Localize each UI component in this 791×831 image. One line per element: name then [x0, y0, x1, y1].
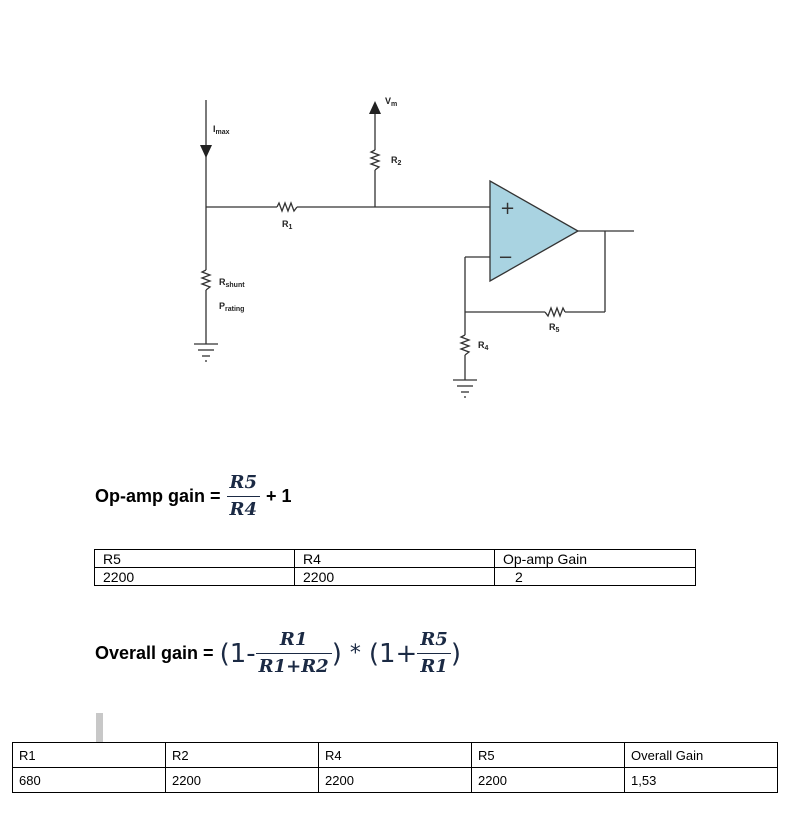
- fraction-numerator: R5: [229, 472, 258, 493]
- close-paren-2: ): [450, 638, 461, 669]
- opamp-triangle: [489, 179, 580, 283]
- table-cell: 2200: [165, 767, 319, 793]
- overall-gain-table: R1 R2 R4 R5 Overall Gain 680 2200 2200 2…: [12, 742, 778, 793]
- table-cell: Op-amp Gain: [494, 549, 696, 568]
- r5-resistor: [544, 306, 566, 318]
- rshunt-resistor: [200, 269, 212, 291]
- table-row: 2200 2200 2: [94, 567, 696, 586]
- table-cell: 2200: [471, 767, 625, 793]
- table-cell: 2200: [294, 567, 495, 586]
- table-cell: R4: [294, 549, 495, 568]
- table-cell: R2: [165, 742, 319, 768]
- open-paren-2: (1+: [368, 638, 418, 669]
- table-row: 680 2200 2200 2200 1,53: [12, 767, 778, 793]
- label-r5: R5: [549, 322, 560, 334]
- table-cell: 680: [12, 767, 166, 793]
- ground-right-icon: [453, 379, 477, 398]
- opamp-gain-suffix: + 1: [266, 486, 292, 506]
- opamp-gain-table: R5 R4 Op-amp Gain 2200 2200 2: [94, 549, 696, 586]
- open-paren-1: (1-: [219, 638, 256, 669]
- opamp-minus-sign: −: [498, 247, 513, 268]
- table-cell: 1,53: [624, 767, 778, 793]
- fraction-numerator: R5: [420, 629, 448, 650]
- r2-resistor: [369, 149, 381, 171]
- table-cell: R5: [94, 549, 295, 568]
- r4-resistor: [459, 334, 471, 356]
- label-prating: Prating: [219, 301, 244, 313]
- label-imax: Imax: [213, 124, 230, 136]
- table-header-row: R5 R4 Op-amp Gain: [94, 549, 696, 568]
- label-r1: R1: [282, 219, 293, 231]
- ground-left-icon: [194, 343, 218, 362]
- opamp-gain-label: Op-amp gain =: [95, 486, 221, 506]
- table-cell: R4: [318, 742, 472, 768]
- overall-fraction-2: R5 R1: [417, 629, 451, 676]
- imax-arrow-icon: [200, 145, 212, 158]
- opamp-gain-fraction: R5 R4: [226, 472, 261, 519]
- label-vm: Vm: [385, 96, 397, 108]
- paragraph-marker: [96, 713, 103, 742]
- table-header-row: R1 R2 R4 R5 Overall Gain: [12, 742, 778, 768]
- r1-resistor: [276, 201, 298, 213]
- multiply-sign: *: [349, 641, 361, 666]
- label-r2: R2: [391, 155, 402, 167]
- table-cell: R1: [12, 742, 166, 768]
- fraction-denominator: R1: [417, 653, 451, 676]
- fraction-denominator: R1+R2: [255, 653, 332, 676]
- fraction-numerator: R1: [279, 629, 308, 650]
- fraction-denominator: R4: [226, 496, 261, 519]
- overall-gain-label: Overall gain =: [95, 643, 214, 663]
- label-rshunt: Rshunt: [219, 277, 245, 289]
- table-cell: 2200: [94, 567, 295, 586]
- table-cell: 2200: [318, 767, 472, 793]
- close-paren-1: ): [331, 638, 342, 669]
- table-cell: 2: [494, 567, 696, 586]
- vm-arrow-icon: [369, 101, 381, 114]
- label-r4: R4: [478, 340, 489, 352]
- opamp-gain-formula: Op-amp gain = R5 R4 + 1: [95, 474, 292, 519]
- opamp-plus-sign: +: [500, 198, 515, 219]
- table-cell: R5: [471, 742, 625, 768]
- table-cell: Overall Gain: [624, 742, 778, 768]
- overall-fraction-1: R1 R1+R2: [255, 629, 332, 676]
- circuit-diagram: + − Imax Vm R2 R1 Rshunt Prating R5 R4: [194, 96, 634, 398]
- overall-gain-formula: Overall gain = (1- R1 R1+R2 ) * (1+ R5 R…: [95, 631, 461, 676]
